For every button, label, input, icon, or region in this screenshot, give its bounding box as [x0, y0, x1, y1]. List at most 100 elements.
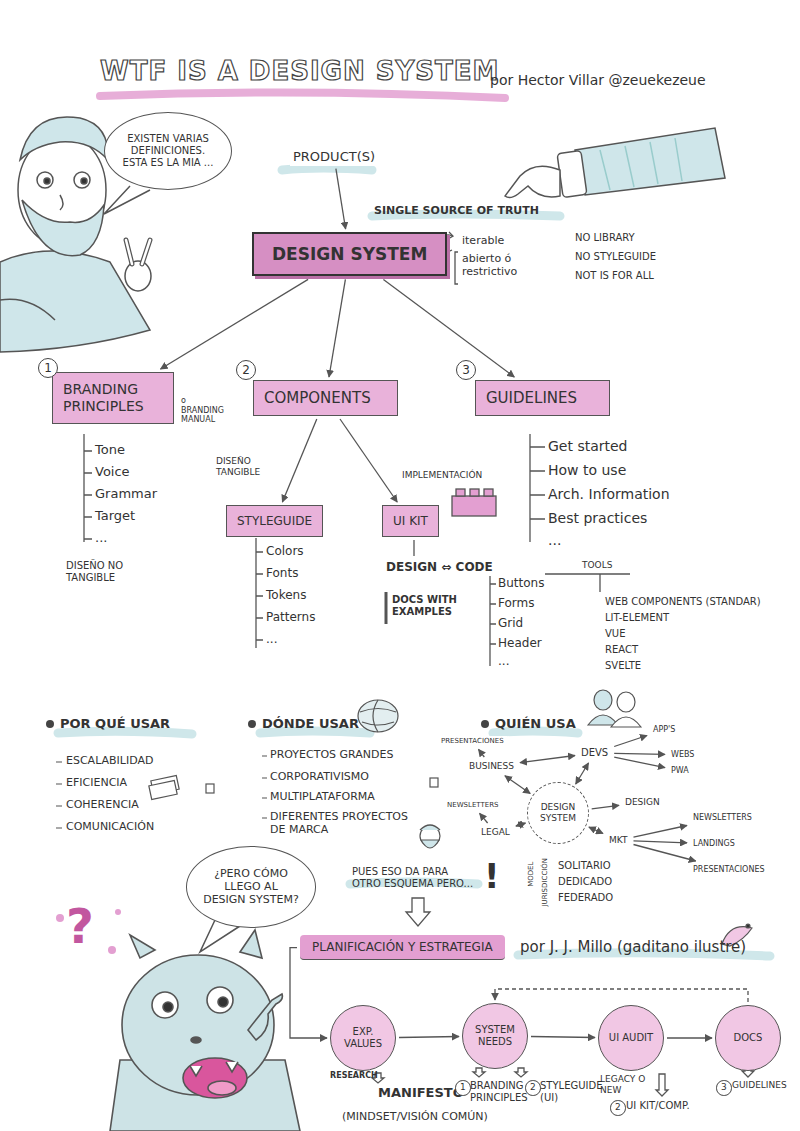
label: Forms: [498, 596, 534, 610]
label: How to use: [548, 462, 626, 479]
plain-node: PRESENTACIONES: [438, 736, 507, 746]
plain-node: WEBS: [668, 749, 697, 761]
plain-node: BUSINESS: [466, 760, 517, 773]
node-text: MKT: [609, 835, 627, 846]
label: JURISDICCIÓN: [541, 858, 549, 907]
label: SINGLE SOURCE OF TRUTH: [374, 204, 539, 217]
label: por Hector Villar @zeuekezeue: [490, 72, 706, 89]
label: Tone: [95, 442, 125, 458]
label: PROYECTOS GRANDES: [270, 748, 393, 761]
bubble-node: EXISTEN VARIAS DEFINICIONES. ESTA ES LA …: [104, 112, 232, 190]
connector: [161, 279, 309, 369]
plain-node: PWA: [668, 765, 692, 777]
node-text: UI KIT: [393, 514, 428, 528]
node-text: STYLEGUIDE: [237, 514, 312, 528]
box-node: BRANDING PRINCIPLES: [52, 372, 174, 424]
connector: [634, 826, 688, 838]
label: NO LIBRARY: [575, 232, 635, 244]
plain-node: MKT: [606, 834, 630, 847]
label: Target: [95, 508, 135, 524]
label: iterable: [462, 234, 504, 247]
plain-node: DESIGN: [622, 796, 663, 809]
connector: [329, 279, 345, 377]
plain-node: APP'S: [650, 724, 678, 736]
connector: [479, 749, 485, 757]
connector: [634, 845, 696, 862]
label: RESEARCH: [330, 1071, 378, 1081]
label: DÓNDE USAR: [262, 716, 359, 732]
circle-node: DOCS: [715, 1005, 781, 1071]
connector: [290, 948, 327, 1038]
label: BRANDING PRINCIPLES: [470, 1080, 530, 1104]
connector: [614, 757, 665, 768]
connector: [634, 841, 688, 843]
label: Header: [498, 636, 542, 650]
plain-node: LEGAL: [478, 826, 513, 839]
title: WTF IS A DESIGN SYSTEM: [100, 56, 499, 86]
connector: [336, 169, 346, 229]
label: STYLEGUIDE (UI): [540, 1080, 596, 1104]
connector: [592, 805, 619, 809]
plain-node: DEVS: [578, 746, 611, 760]
connector: [495, 989, 748, 1002]
node-text: WEBS: [671, 750, 694, 760]
label: SVELTE: [605, 660, 641, 672]
label: TOOLS: [582, 560, 612, 571]
connector: [505, 776, 530, 794]
plain-node: PRESENTACIONES: [690, 864, 768, 876]
circle-node: SYSTEM NEEDS: [462, 1003, 528, 1069]
callout-number: 2: [525, 1080, 541, 1096]
connector: [399, 1037, 459, 1038]
label: POR QUÉ USAR: [60, 716, 170, 732]
label: NOT IS FOR ALL: [575, 270, 654, 282]
node-text: APP'S: [653, 725, 675, 735]
label: IMPLEMENTACIÓN: [402, 470, 482, 481]
label: REACT: [605, 644, 638, 656]
callout-number: 1: [38, 358, 58, 378]
label: por J. J. Millo (gaditano ilustre): [520, 938, 746, 956]
label: COHERENCIA: [66, 798, 139, 811]
node-text: BRANDING PRINCIPLES: [63, 381, 163, 415]
label: PUES ESO DA PARA OTRO ESQUEMA PERO...: [352, 866, 477, 890]
node-text: DESIGN SYSTEM: [532, 802, 584, 824]
label: DESIGN ⇔ CODE: [386, 560, 493, 574]
callout-number: 2: [236, 360, 256, 380]
label: ?: [66, 898, 94, 956]
dcircle-node: DESIGN SYSTEM: [527, 782, 589, 844]
label: ...: [548, 532, 561, 549]
callout-number: 2: [610, 1100, 626, 1116]
label: GUIDELINES: [732, 1080, 787, 1091]
node-text: LEGAL: [481, 827, 510, 838]
label: Arch. Information: [548, 486, 670, 503]
node-text: ¿PERO CÓMO LLEGO AL DESIGN SYSTEM?: [203, 867, 299, 907]
label: Tokens: [266, 588, 306, 602]
label: !: [484, 856, 500, 897]
label: WEB COMPONENTS (STANDAR): [605, 596, 761, 608]
label: ...: [266, 632, 277, 646]
connector: [531, 1037, 595, 1038]
label: Colors: [266, 544, 304, 558]
circle-node: UI AUDIT: [598, 1005, 664, 1071]
plain-node: NEWSLETTERS: [690, 812, 755, 824]
label: VUE: [605, 628, 625, 640]
node-text: BUSINESS: [469, 761, 514, 772]
connector: [667, 1037, 712, 1038]
connector: [383, 279, 514, 377]
label: ...: [498, 654, 509, 668]
label: Grid: [498, 616, 523, 630]
label: EFICIENCIA: [66, 776, 127, 789]
label: LEGACY O NEW: [600, 1074, 650, 1096]
node-text: GUIDELINES: [486, 389, 599, 407]
node-text: PWA: [671, 766, 689, 776]
label: ...: [95, 530, 107, 546]
node-text: NEWSLETTERS: [693, 813, 752, 823]
connector: [614, 753, 665, 754]
node-text: DESIGN SYSTEM: [272, 244, 427, 264]
circle-node: EXP. VALUES: [330, 1005, 396, 1071]
connector: [480, 813, 488, 823]
label: QUIÉN USA: [495, 716, 576, 732]
label: o BRANDING MANUAL: [181, 396, 229, 425]
label: Fonts: [266, 566, 298, 580]
label: Get started: [548, 438, 628, 455]
node-text: LANDINGS: [693, 839, 735, 849]
